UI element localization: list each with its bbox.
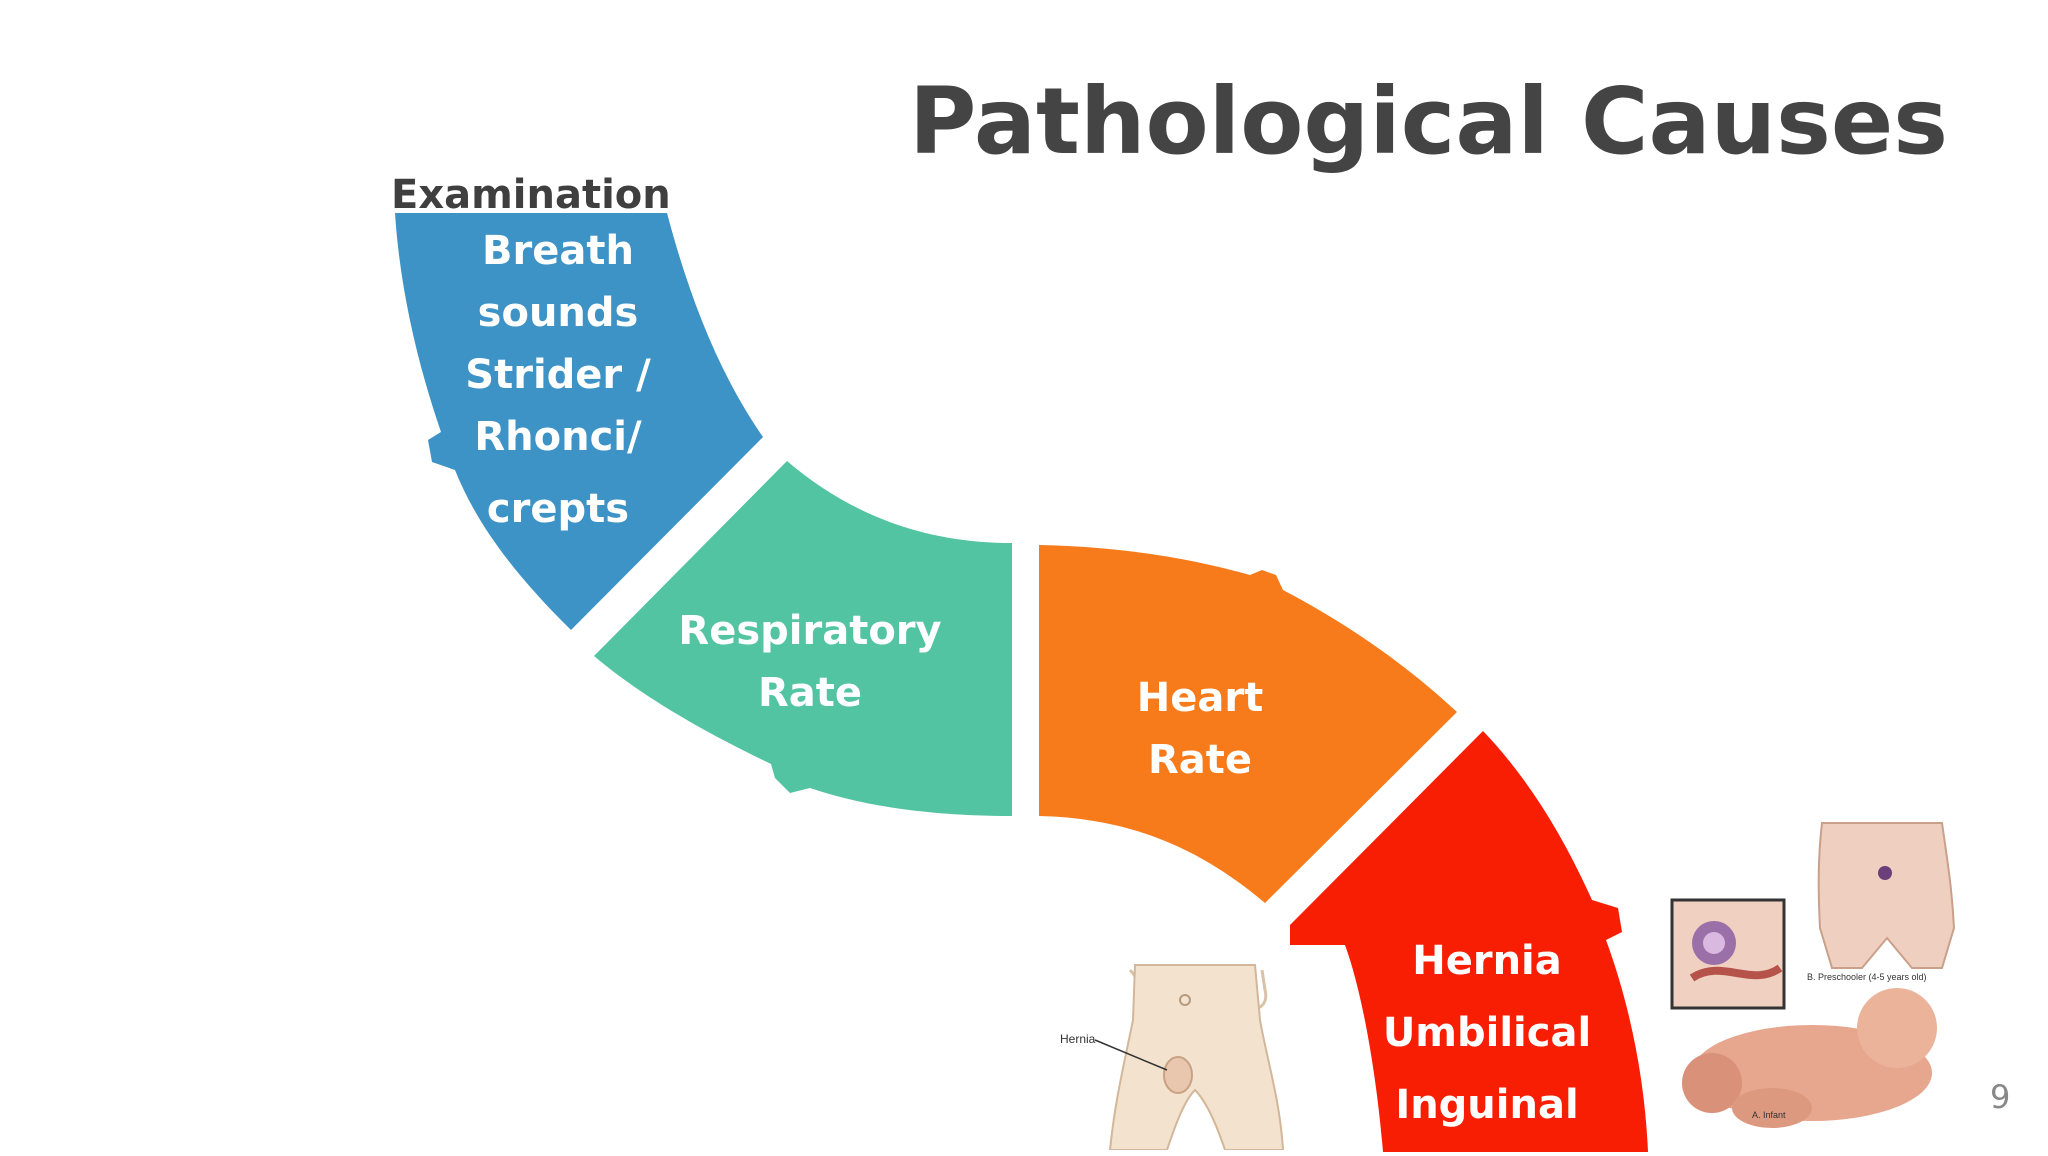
segment-heart-text: Heart Rate [1100,667,1300,791]
segment-hernia-text: Hernia Umbilical Inguinal [1372,925,1602,1141]
segment-respiratory-line: Respiratory [678,608,942,654]
segment-breath-line: Strider / [465,352,651,398]
slide-number: 9 [1990,1078,2011,1116]
segment-heart-shape [1039,545,1457,903]
umbilical-hernia-illustration: B. Preschooler (4-5 years old) A. Infant [1652,818,1962,1152]
segment-hernia-line: Hernia [1412,938,1562,984]
segment-breath-text: Breath sounds Strider / Rhonci/ crepts [458,220,658,540]
hernia-torso-illustration: Hernia [1055,960,1285,1151]
segment-heart-line: Rate [1147,737,1253,783]
illustration-caption-a: A. Infant [1752,1110,1786,1120]
segment-heart-line: Heart [1136,675,1264,721]
segment-breath-line: Breath [482,228,634,274]
segment-breath-line: Rhonci/ [474,414,642,460]
segment-respiratory-line: Rate [757,670,863,716]
segment-respiratory-shape [594,461,1012,816]
section-label: Examination [391,172,671,218]
slide-title: Pathological Causes [908,68,1948,175]
illustration-caption-b: B. Preschooler (4-5 years old) [1807,972,1927,982]
segment-hernia-shape [1290,731,1648,1152]
hernia-pointer-label: Hernia [1060,1032,1096,1046]
segment-breath-line: crepts [486,486,630,532]
segment-hernia-line: Umbilical [1382,1010,1592,1056]
segment-respiratory-text: Respiratory Rate [670,600,950,724]
segment-breath-line: sounds [477,290,639,336]
segment-breath-shape [395,213,763,630]
segment-hernia-line: Inguinal [1395,1082,1579,1128]
